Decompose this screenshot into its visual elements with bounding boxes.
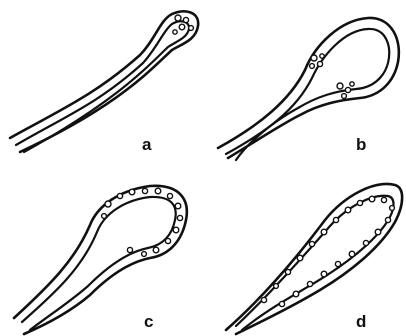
panel-b-outer-wall (218, 18, 399, 158)
panel-a-granules (173, 15, 194, 34)
panel-c-outer-wall (14, 186, 187, 334)
panel-b-label: b (356, 135, 366, 154)
panel-d-drawing (226, 184, 402, 334)
panel-a-inner-wall (16, 21, 189, 152)
panel-a-drawing (10, 11, 198, 152)
panel-a-outer-wall (10, 11, 198, 152)
panel-c-drawing (14, 186, 187, 334)
panel-d-label: d (356, 312, 366, 331)
panel-d-granules (261, 196, 394, 306)
panel-d-inner-wall (236, 196, 394, 330)
panel-b-drawing (218, 18, 399, 160)
panel-c-label: c (144, 312, 153, 331)
panel-c-inner-wall (22, 197, 176, 330)
panel-a-label: a (142, 135, 152, 154)
